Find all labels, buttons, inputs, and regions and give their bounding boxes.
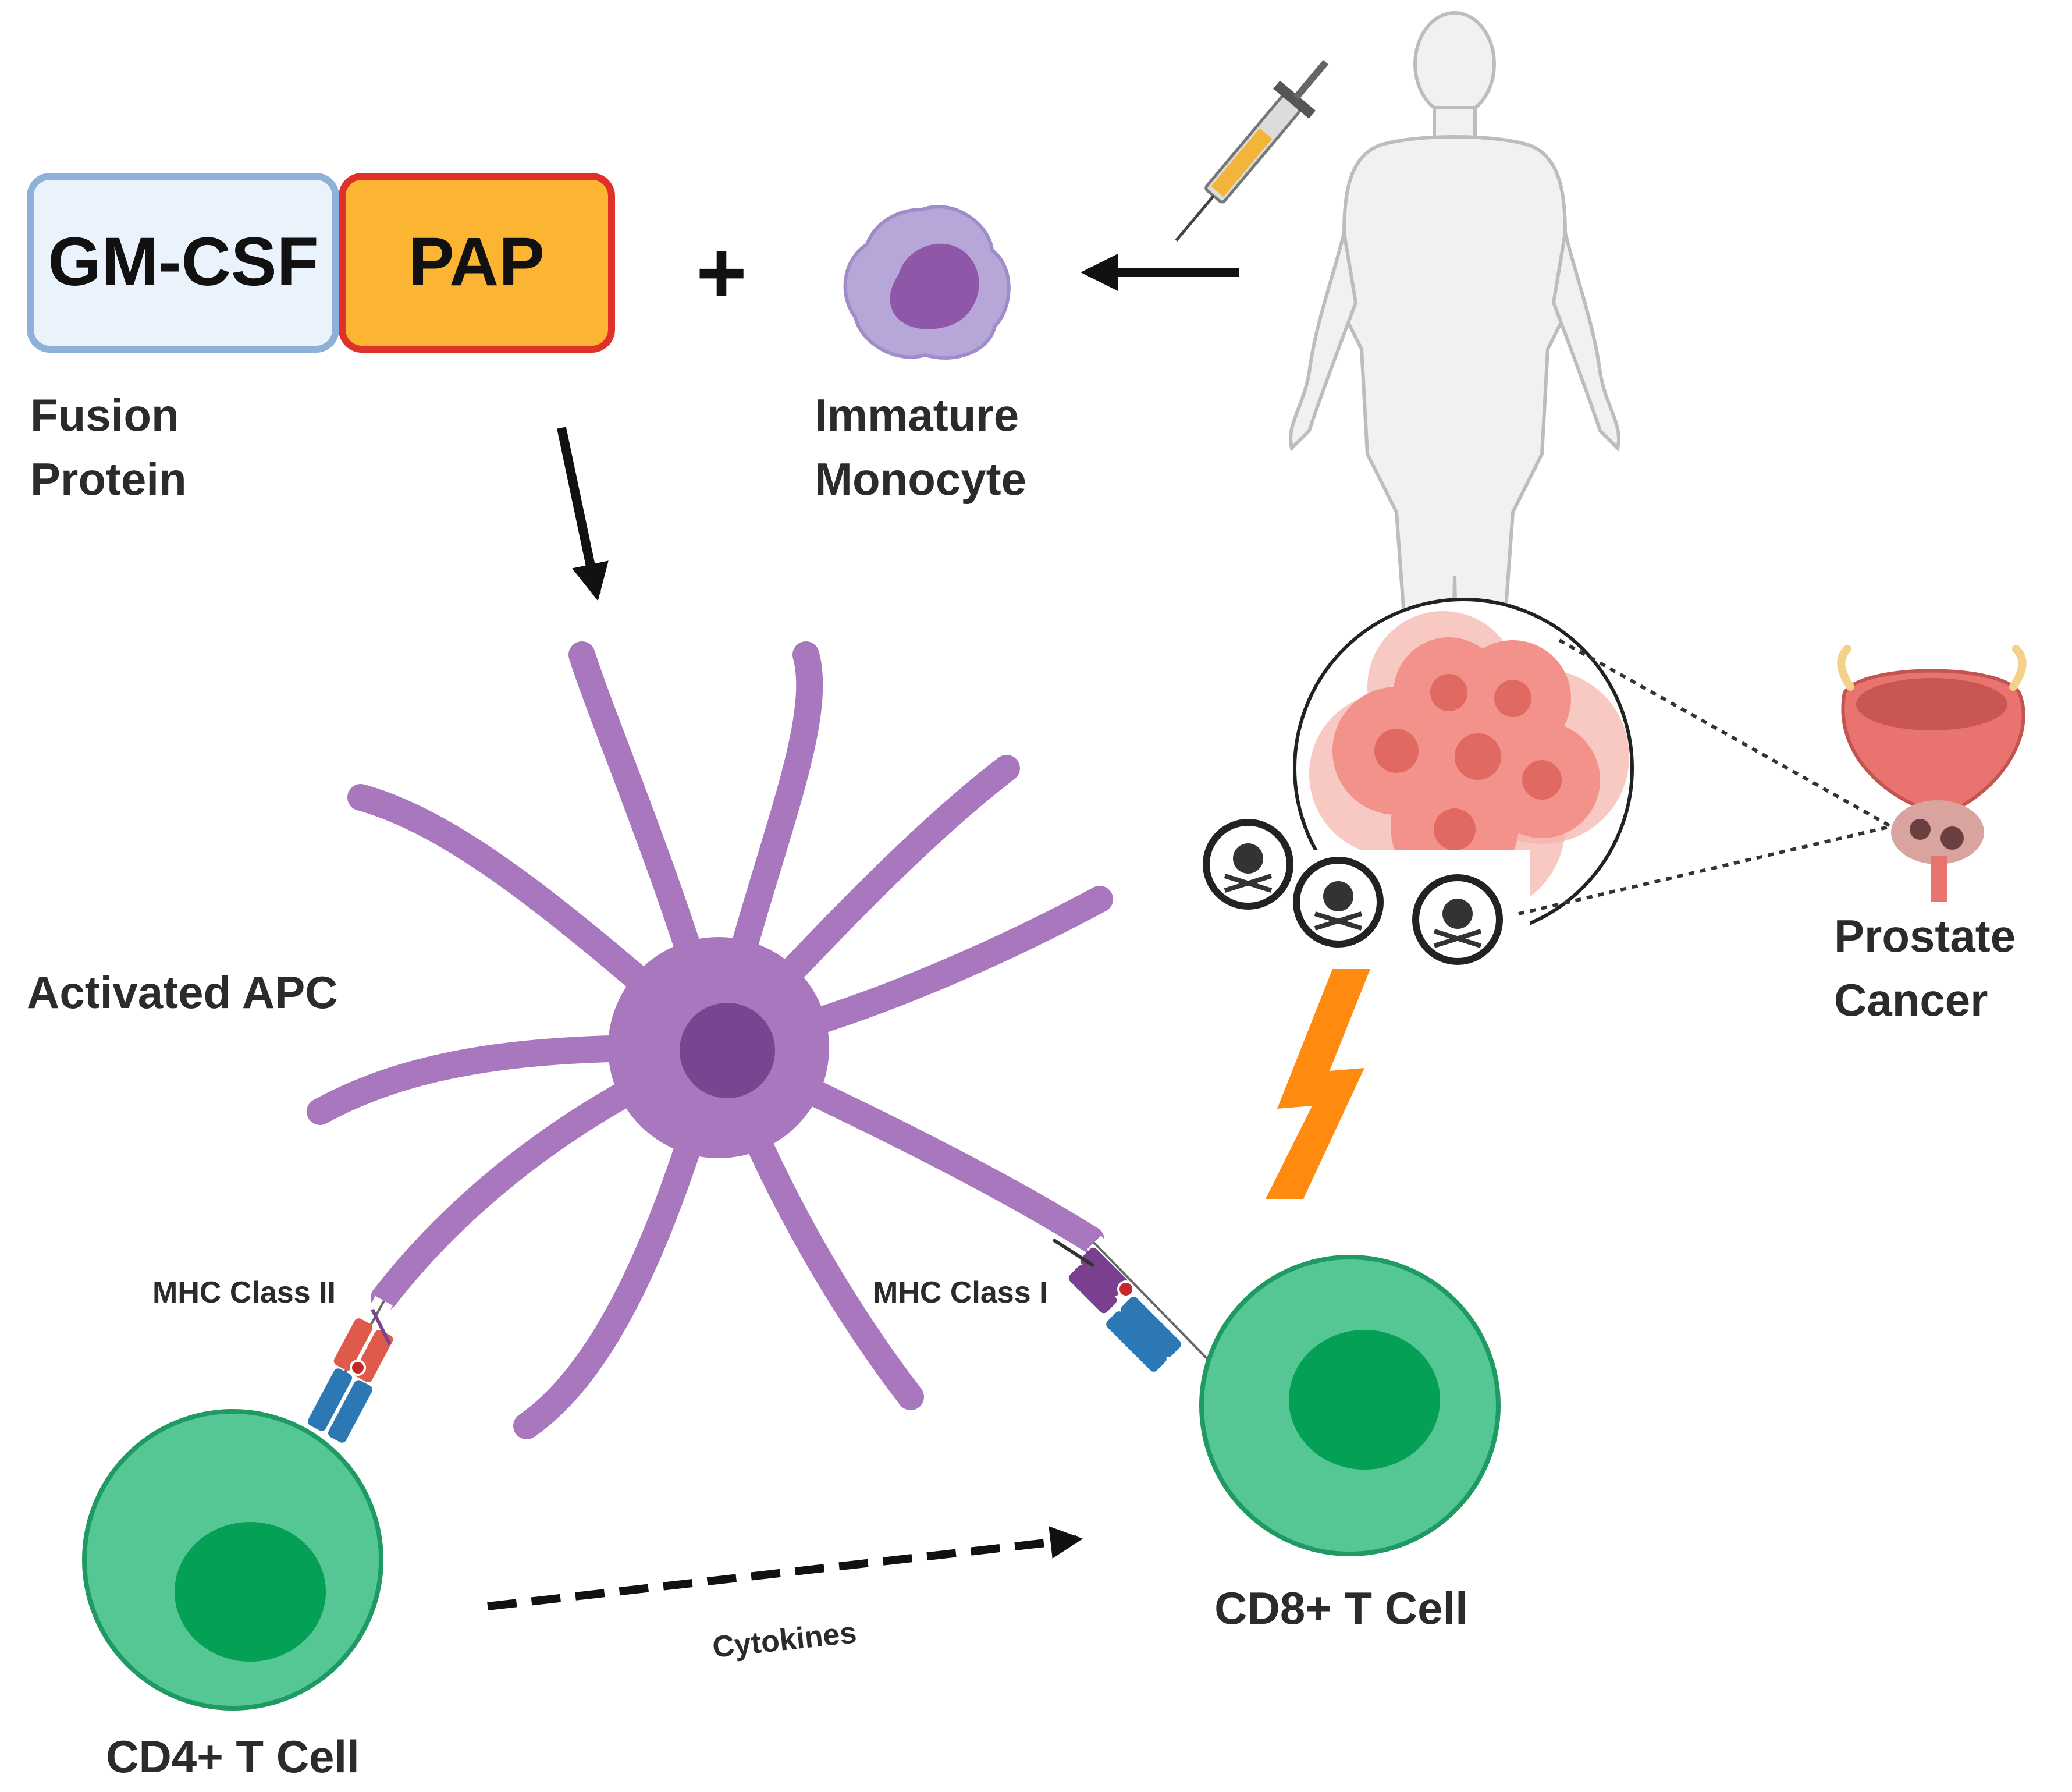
urethra bbox=[1931, 856, 1947, 902]
mhc-class-ii-complex bbox=[307, 1296, 393, 1443]
syringe-icon bbox=[1175, 59, 1329, 242]
monocyte-nucleus bbox=[890, 243, 979, 329]
monocyte-caption-line1: Immature bbox=[815, 389, 1019, 441]
plus-sign: + bbox=[696, 223, 747, 321]
fusion-protein-caption-line2: Protein bbox=[30, 453, 187, 505]
activation-arrow bbox=[557, 427, 609, 601]
prostate-caption-line1: Prostate bbox=[1834, 910, 2016, 961]
gmcsf-box bbox=[27, 173, 339, 353]
human-figure bbox=[1289, 11, 1620, 847]
cd8-t-cell: CD8+ T Cell bbox=[1199, 1255, 1501, 1634]
gmcsf-label: GM-CSF bbox=[48, 223, 318, 300]
mhc-class-i-complex bbox=[1052, 1236, 1215, 1372]
pap-box bbox=[339, 173, 615, 353]
cd4-label: CD4+ T Cell bbox=[106, 1731, 360, 1782]
apc-nucleus bbox=[680, 1003, 775, 1098]
mhc-class-ii-label: MHC Class II bbox=[152, 1276, 336, 1310]
zoom-line-top bbox=[1558, 638, 1892, 828]
dead-cell-skull-icon-3 bbox=[1412, 874, 1503, 965]
cd8-label: CD8+ T Cell bbox=[1214, 1582, 1468, 1634]
cd4-t-cell: CD4+ T Cell bbox=[82, 1409, 383, 1782]
prostate-organ: Prostate Cancer bbox=[1834, 645, 2027, 1025]
lightning-icon bbox=[1266, 969, 1370, 1199]
dead-cell-skull-icon-2 bbox=[1293, 857, 1384, 948]
activated-apc: Activated APC bbox=[27, 641, 1113, 1439]
fusion-protein: GM-CSF PAP Fusion Protein bbox=[27, 173, 615, 505]
tumor-magnification bbox=[1203, 598, 1892, 965]
cancer-cells bbox=[1309, 611, 1629, 914]
zoom-line-bottom bbox=[1518, 825, 1892, 915]
prostate-gland bbox=[1891, 800, 1984, 864]
monocyte-caption-line2: Monocyte bbox=[815, 453, 1026, 505]
apc-caption: Activated APC bbox=[27, 967, 338, 1018]
cytokines-arrow bbox=[487, 1526, 1083, 1610]
pap-label: PAP bbox=[408, 223, 545, 300]
prostate-caption-line2: Cancer bbox=[1834, 974, 1988, 1025]
mhc-class-i-label: MHC Class I bbox=[873, 1276, 1048, 1310]
dead-cell-skull-icon-1 bbox=[1203, 819, 1293, 910]
immature-monocyte: Immature Monocyte bbox=[815, 205, 1026, 505]
fusion-protein-caption-line1: Fusion bbox=[30, 389, 179, 441]
cytokines-label: Cytokines bbox=[711, 1616, 858, 1665]
